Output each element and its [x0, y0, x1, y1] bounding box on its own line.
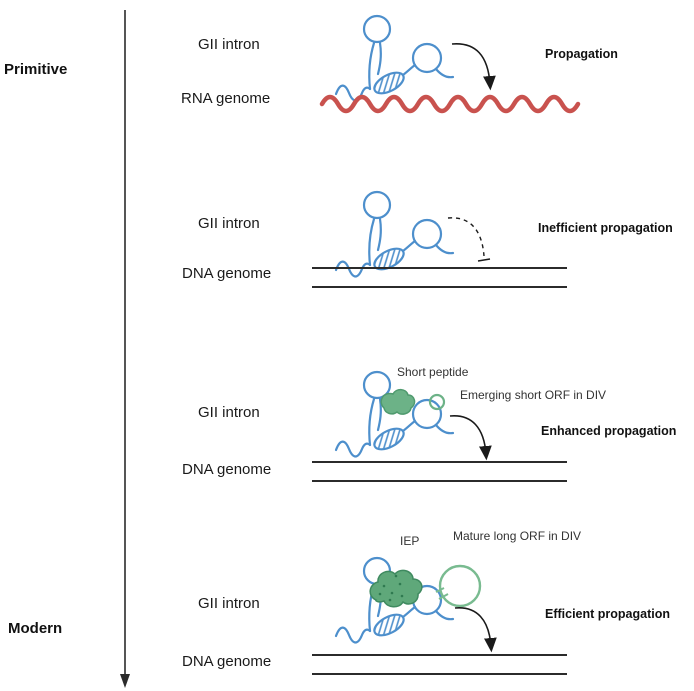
- panel3-orf-label: Emerging short ORF in DIV: [460, 388, 607, 402]
- dna-strand-top-3: [312, 461, 567, 463]
- panel4-propagation-label: Efficient propagation: [545, 607, 670, 621]
- gii-intron-structure-4: [334, 556, 482, 644]
- timeline-arrowhead-icon: [120, 674, 130, 688]
- panel2-genome-label: DNA genome: [182, 265, 272, 282]
- panel3-genome-label: DNA genome: [182, 461, 272, 478]
- emerging-orf-loop: [428, 393, 446, 411]
- propagation-arrow-1: [451, 43, 496, 91]
- panel4-orf-label: Mature long ORF in DIV: [453, 529, 582, 543]
- panel1-intron-label: GII intron: [198, 36, 260, 53]
- dna-strand-bottom-4: [312, 673, 567, 675]
- timeline-top-label: Primitive: [4, 61, 68, 78]
- dna-strand-top-2: [312, 267, 567, 269]
- panel4-intron-label: GII intron: [198, 595, 260, 612]
- panel1-propagation-label: Propagation: [545, 47, 618, 61]
- panel3-peptide-label: Short peptide: [397, 365, 469, 379]
- panel3-propagation-label: Enhanced propagation: [541, 424, 677, 438]
- panel2-propagation-label: Inefficient propagation: [538, 221, 673, 235]
- rna-genome-wave: [319, 94, 581, 114]
- panel2-intron-label: GII intron: [198, 215, 260, 232]
- iep-blob: [369, 569, 423, 608]
- blocked-end-bar: [477, 258, 491, 262]
- enhanced-propagation-arrow: [449, 415, 492, 461]
- mature-orf-loop: [438, 564, 482, 608]
- dna-strand-bottom-2: [312, 286, 567, 288]
- orf-connector: [435, 587, 449, 600]
- panel3-intron-label: GII intron: [198, 404, 260, 421]
- short-peptide-blob: [380, 388, 416, 415]
- inefficient-propagation-arrow: [447, 217, 491, 262]
- panel1-genome-label: RNA genome: [181, 90, 271, 107]
- iep-texture-dots: [378, 574, 404, 602]
- gii-intron-structure-3: [334, 370, 455, 458]
- dna-strand-bottom-3: [312, 480, 567, 482]
- dna-strand-top-4: [312, 654, 567, 656]
- efficient-propagation-arrow: [454, 607, 497, 653]
- panel4-iep-label: IEP: [400, 534, 420, 548]
- timeline-arrow: [120, 10, 130, 688]
- panel4-genome-label: DNA genome: [182, 653, 272, 670]
- timeline-bottom-label: Modern: [8, 620, 63, 637]
